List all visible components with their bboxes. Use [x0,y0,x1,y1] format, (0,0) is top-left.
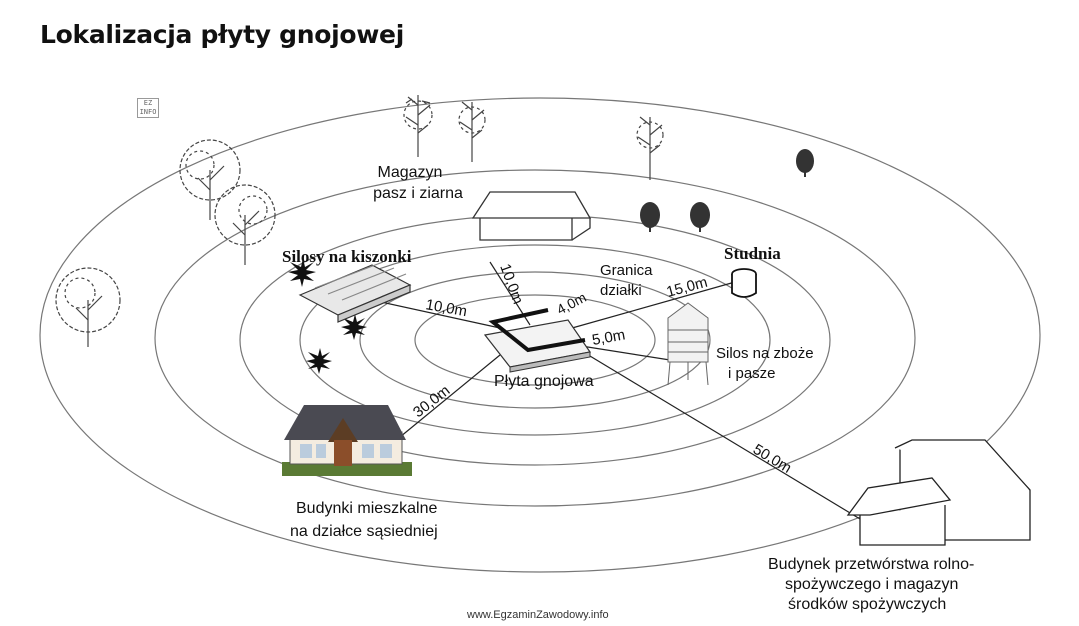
ring-3 [299,244,771,436]
grain-silo [667,302,709,386]
ring-5 [154,169,916,507]
label-silosy: Silosy na kiszonki [282,247,412,266]
distance-lines [371,261,871,526]
bush-icon [690,202,710,232]
bushes [640,149,814,232]
processing-building [846,439,1031,546]
tree-icon [214,184,276,265]
labels: Magazyn pasz i ziarna Silosy na kiszonki… [282,164,974,613]
label-budynki-line1: Budynki mieszkalne [296,500,438,517]
label-plyta: Płyta gnojowa [494,373,594,390]
label-granica-line1: Granica [600,262,653,279]
shrub-icon [341,314,367,340]
label-magazyn-line1: Magazyn [378,164,443,181]
label-przetworstwa-line2: spożywczego i magazyn [785,576,958,593]
plate-wall [488,308,586,353]
distance-przetworstwa: 50,0m [750,441,795,477]
line-przetworstwa [579,349,871,526]
label-silos-zboze-line2: i pasze [728,365,776,382]
line-budynki [399,354,501,438]
line-studnia [564,281,736,331]
label-budynki-line2: na działce sąsiedniej [290,523,438,540]
label-granica-line2: działki [600,282,642,299]
distance-silos-zboze: 5,0m [591,326,627,349]
house-icon [282,405,412,476]
distance-granica: 4,0m [554,289,589,318]
tree-icon [179,139,241,220]
bush-icon [796,149,814,177]
distance-silosy: 10,0m [424,296,468,320]
label-przetworstwa-line3: środków spożywczych [788,596,946,613]
page-title: Lokalizacja płyty gnojowej [40,20,404,49]
tree-icon [403,95,433,157]
label-magazyn-line2: pasz i ziarna [373,185,463,202]
well-icon [731,268,757,298]
tree-icon [636,116,664,180]
distance-budynki: 30,0m [410,382,453,421]
silage-silo [298,261,412,323]
bush-icon [640,202,660,232]
ring-6 [39,97,1041,573]
distance-magazyn: 10,0m [496,262,526,307]
tree-icon [55,267,121,347]
magazyn-building [471,191,592,241]
distance-studnia: 15,0m [665,274,710,301]
manure-plate [483,308,592,373]
footer-url: www.EgzaminZawodowy.info [467,609,609,621]
line-silos-zboze [574,344,671,361]
shrub-icon [306,348,332,374]
trees [55,95,664,347]
label-silos-zboze-line1: Silos na zboże [716,345,814,362]
shrub-icon [288,258,316,287]
shrubs [288,258,367,374]
line-silosy [371,299,501,329]
label-przetworstwa-line1: Budynek przetwórstwa rolno- [768,556,974,573]
ring-2 [359,271,711,409]
label-studnia: Studnia [724,244,781,263]
tree-icon [458,101,486,162]
ring-1 [414,294,656,386]
